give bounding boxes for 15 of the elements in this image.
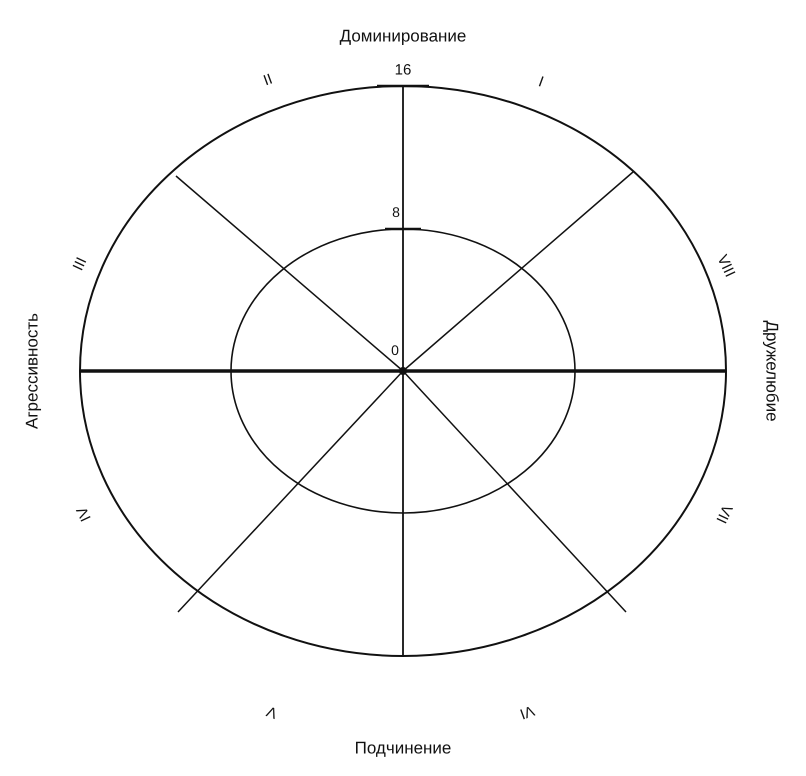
axis-pole-label: Агрессивность [24, 313, 40, 429]
octant-numeral: I [536, 74, 546, 90]
scale-value: 8 [392, 205, 400, 219]
scale-value: 0 [391, 343, 399, 357]
octant-numeral: V [264, 703, 280, 721]
axis-pole-label: Дружелюбие [764, 320, 780, 422]
octant-numeral: IV [74, 504, 94, 524]
octant-numeral: VIII [714, 252, 738, 280]
octant-numeral: III [70, 255, 90, 273]
scale-value: 16 [394, 62, 412, 78]
octant-numeral: II [262, 72, 274, 88]
octant-numeral: VI [518, 702, 536, 722]
octant-numeral: VII [713, 502, 735, 526]
axis-pole-label: Подчинение [354, 740, 452, 756]
axis-pole-label: Доминирование [340, 28, 466, 44]
